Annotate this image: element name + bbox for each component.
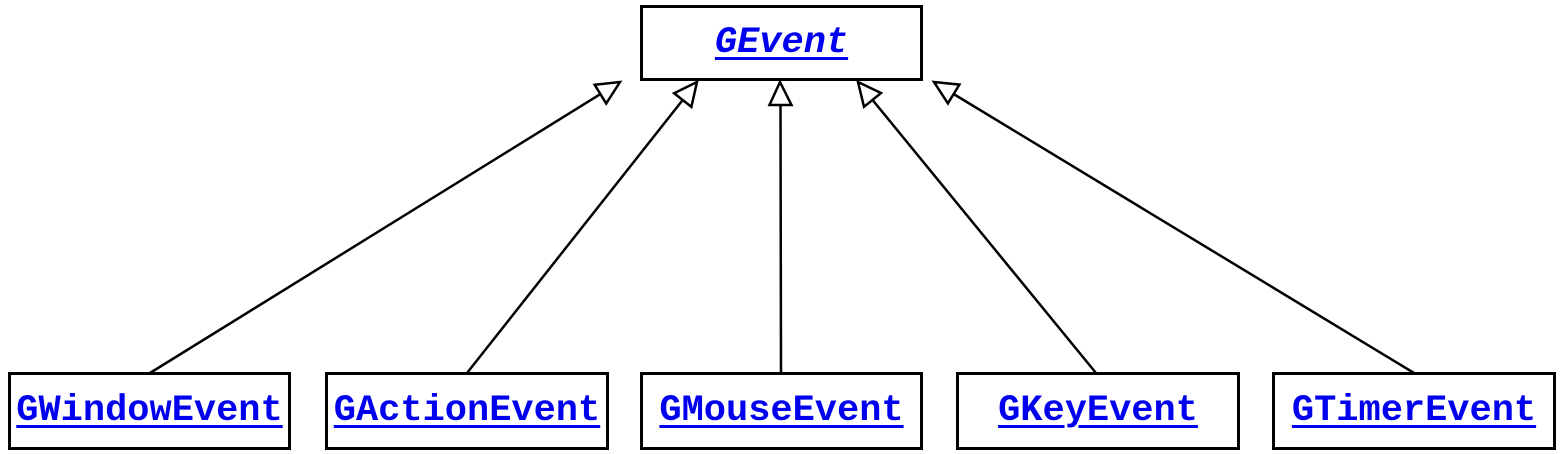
- inheritance-arrow-gkeyevent: [856, 79, 1097, 374]
- class-box-gkeyevent: GKeyEvent: [956, 372, 1240, 450]
- class-link-gkeyevent[interactable]: GKeyEvent: [998, 390, 1198, 432]
- inheritance-arrow-gmouseevent: [767, 79, 794, 374]
- inheritance-triangle-icon: [767, 79, 794, 107]
- class-link-gmouseevent[interactable]: GMouseEvent: [659, 390, 904, 432]
- inheritance-arrow-gwindowevent: [149, 80, 623, 375]
- class-box-gevent: GEvent: [640, 5, 923, 81]
- inheritance-arrow-gactionevent: [466, 79, 699, 374]
- class-box-gactionevent: GActionEvent: [325, 372, 609, 450]
- inheritance-triangle-icon: [931, 80, 962, 106]
- class-box-gtimerevent: GTimerEvent: [1272, 372, 1556, 450]
- inheritance-triangle-icon: [592, 80, 623, 106]
- class-link-gtimerevent[interactable]: GTimerEvent: [1291, 390, 1537, 432]
- inheritance-arrow-gtimerevent: [931, 80, 1415, 375]
- class-link-gevent[interactable]: GEvent: [714, 22, 849, 64]
- class-link-gactionevent[interactable]: GActionEvent: [333, 390, 601, 432]
- class-box-gmouseevent: GMouseEvent: [640, 372, 923, 450]
- class-link-gwindowevent[interactable]: GWindowEvent: [16, 390, 283, 432]
- inheritance-triangle-icon: [671, 79, 699, 110]
- inheritance-triangle-icon: [856, 79, 884, 110]
- class-box-gwindowevent: GWindowEvent: [8, 372, 291, 450]
